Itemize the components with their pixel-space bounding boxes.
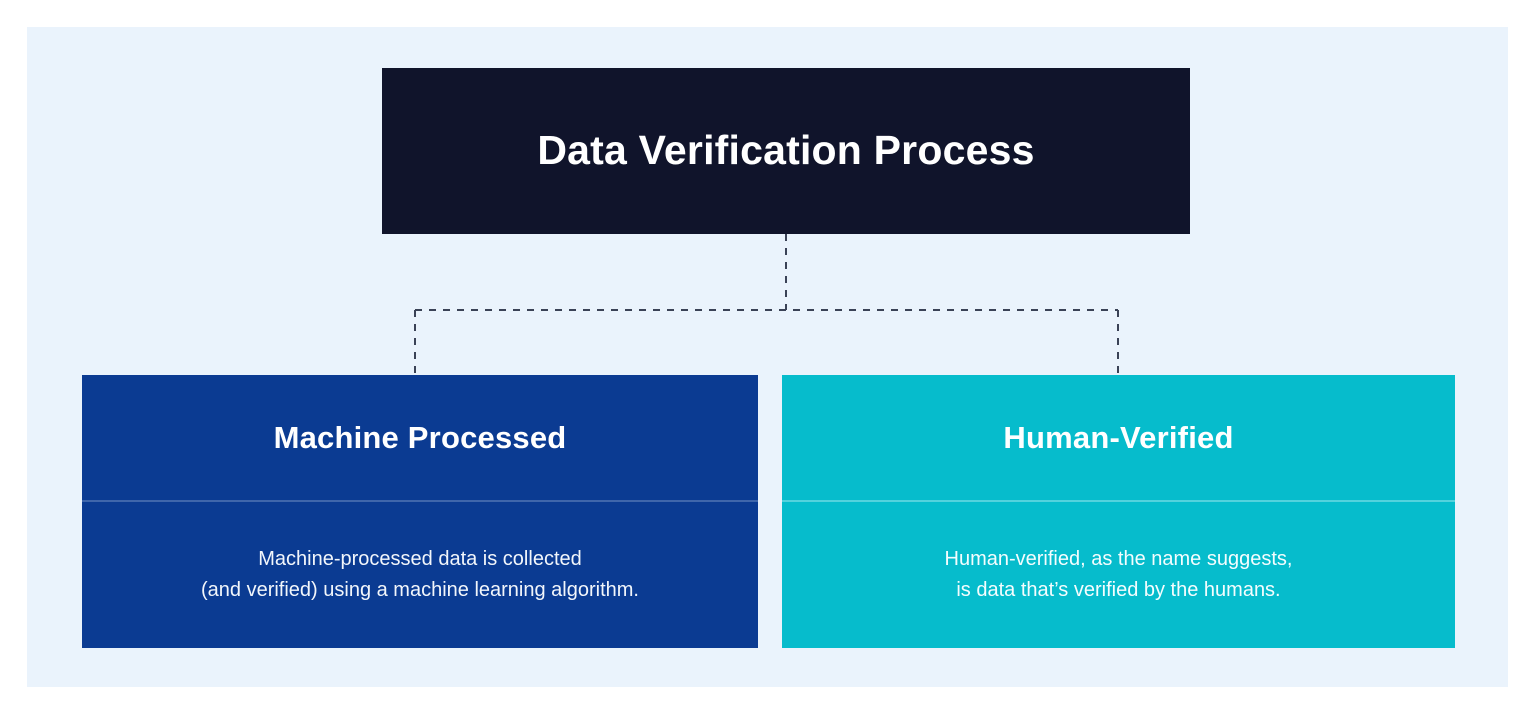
branch-card-human-verified-divider — [782, 500, 1455, 502]
branch-card-human-verified-heading: Human-Verified — [1003, 419, 1234, 455]
branch-card-machine-processed-header: Machine Processed — [82, 375, 758, 500]
branch-card-human-verified: Human-Verified Human-verified, as the na… — [782, 375, 1455, 648]
branch-card-human-verified-header: Human-Verified — [782, 375, 1455, 500]
title-node-label: Data Verification Process — [537, 127, 1035, 174]
title-node: Data Verification Process — [382, 68, 1190, 234]
branch-card-machine-processed-heading: Machine Processed — [273, 419, 567, 455]
branch-card-machine-processed-description: Machine-processed data is collected (and… — [200, 548, 639, 601]
branch-card-human-verified-body: Human-verified, as the name suggests, is… — [782, 502, 1455, 648]
branch-card-human-verified-description: Human-verified, as the name suggests, is… — [944, 548, 1293, 601]
branch-card-machine-processed-divider — [82, 500, 758, 502]
branch-card-machine-processed-body: Machine-processed data is collected (and… — [82, 502, 758, 648]
branch-card-machine-processed: Machine Processed Machine-processed data… — [82, 375, 758, 648]
